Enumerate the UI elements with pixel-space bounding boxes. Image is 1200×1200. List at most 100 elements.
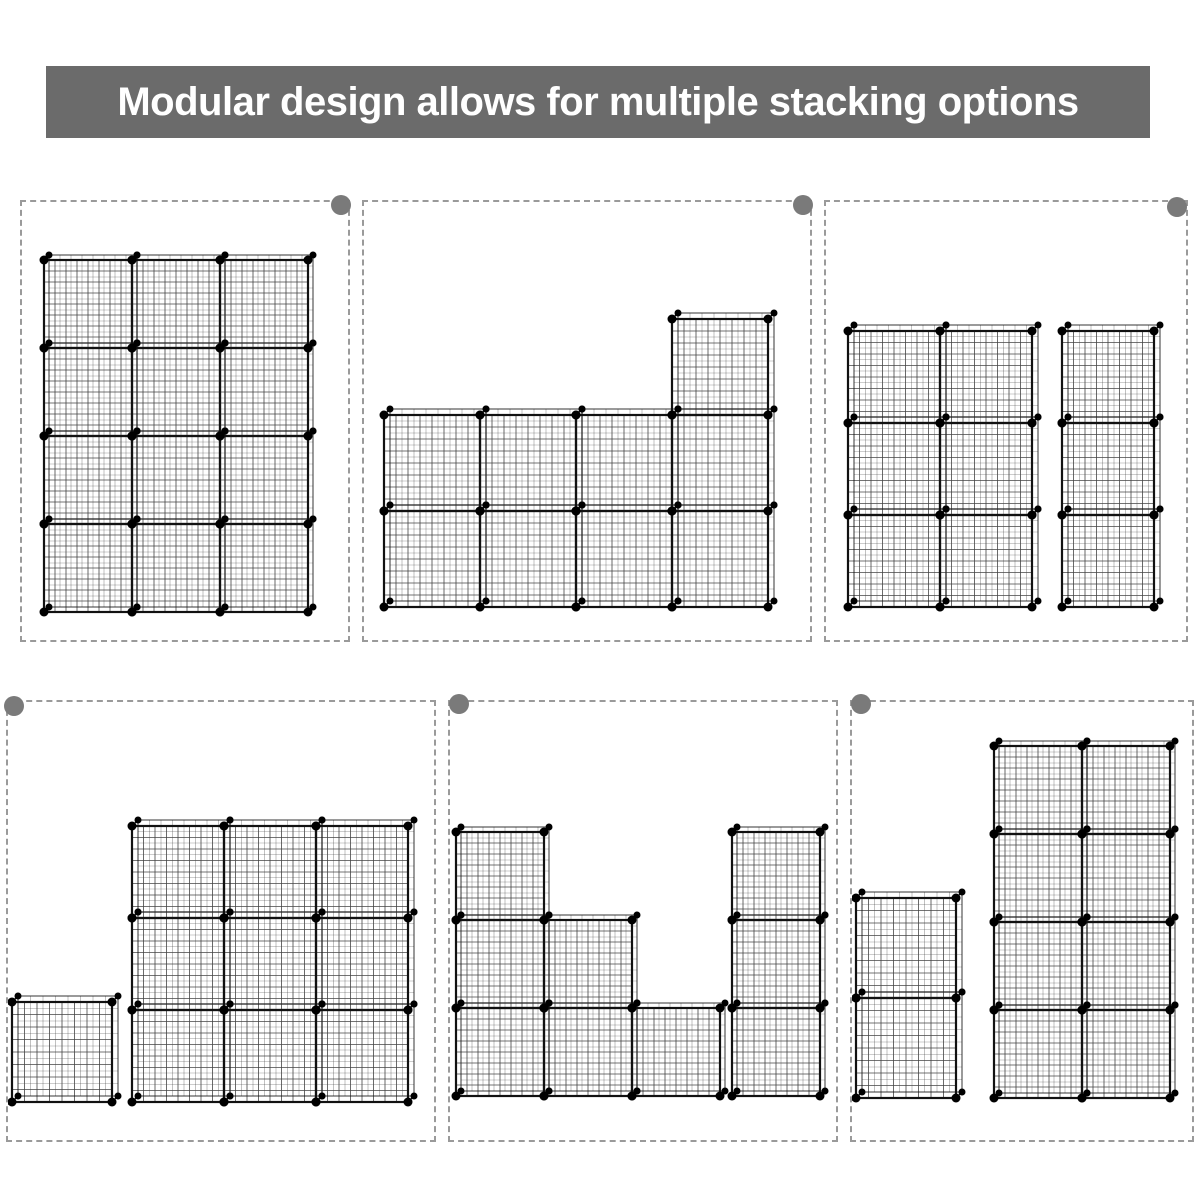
connector-knob	[1057, 510, 1067, 520]
wire-cube	[1077, 737, 1179, 839]
connector-knob	[852, 1093, 861, 1103]
wire-cube	[451, 823, 553, 925]
connector-knob	[403, 913, 413, 923]
connector-knob	[1034, 597, 1042, 605]
cube-shelf-illustration-1	[39, 251, 317, 617]
connector-knob	[311, 1005, 321, 1015]
connector-knob	[858, 1088, 866, 1096]
connector-knob	[763, 410, 773, 420]
connector-knob	[763, 602, 773, 612]
wire-cube	[127, 1000, 234, 1107]
connector-knob	[633, 999, 641, 1007]
connector-knob	[545, 999, 553, 1007]
connector-knob	[578, 405, 586, 413]
wire-cube	[219, 816, 326, 923]
connector-knob	[1064, 321, 1072, 329]
connector-knob	[850, 505, 858, 513]
connector-knob	[221, 339, 229, 347]
connector-knob	[1064, 505, 1072, 513]
connector-knob	[1149, 326, 1159, 336]
connector-knob	[733, 1087, 741, 1095]
connector-knob	[410, 1092, 418, 1100]
connector-knob	[215, 343, 225, 353]
connector-knob	[1156, 505, 1164, 513]
connector-knob	[127, 821, 137, 831]
connector-knob	[942, 505, 950, 513]
wire-cube	[667, 501, 778, 612]
wire-cube	[539, 911, 641, 1013]
cube-shelf-illustration-2	[379, 309, 778, 612]
connector-knob	[1034, 505, 1042, 513]
wire-cube	[311, 1000, 418, 1107]
connector-knob	[133, 251, 141, 259]
connector-knob	[989, 917, 999, 927]
connector-knob	[539, 1091, 549, 1101]
connector-knob	[935, 326, 945, 336]
connector-knob	[935, 602, 945, 612]
connector-knob	[571, 410, 581, 420]
connector-knob	[667, 410, 677, 420]
config-panel-4	[6, 700, 436, 1142]
connector-knob	[303, 343, 313, 353]
connector-knob	[475, 506, 485, 516]
connector-knob	[309, 339, 317, 347]
connector-knob	[843, 418, 853, 428]
connector-knob	[727, 827, 737, 837]
connector-knob	[1171, 1089, 1179, 1097]
connector-knob	[850, 321, 858, 329]
connector-knob	[45, 251, 53, 259]
connector-knob	[386, 405, 394, 413]
connector-knob	[303, 519, 313, 529]
connector-knob	[482, 597, 490, 605]
wire-cube	[989, 913, 1091, 1015]
wire-cube	[667, 309, 778, 420]
connector-knob	[539, 915, 549, 925]
connector-knob	[674, 309, 682, 317]
connector-knob	[815, 1003, 825, 1013]
wire-cube	[127, 339, 229, 441]
connector-knob	[457, 823, 465, 831]
connector-knob	[951, 893, 961, 903]
connector-knob	[578, 501, 586, 509]
connector-knob	[1171, 1001, 1179, 1009]
wire-cube	[989, 825, 1091, 927]
connector-knob	[770, 501, 778, 509]
connector-knob	[989, 829, 999, 839]
connector-knob	[221, 603, 229, 611]
connector-knob	[727, 915, 737, 925]
connector-knob	[715, 1003, 725, 1013]
connector-knob	[318, 1000, 326, 1008]
connector-knob	[995, 825, 1003, 833]
connector-knob	[958, 888, 966, 896]
connector-knob	[1165, 1005, 1175, 1015]
connector-knob	[403, 821, 413, 831]
connector-knob	[667, 314, 677, 324]
connector-knob	[215, 255, 225, 265]
connector-knob	[451, 1003, 461, 1013]
connector-knob	[815, 827, 825, 837]
connector-knob	[134, 816, 142, 824]
connector-knob	[1077, 829, 1087, 839]
connector-knob	[1027, 510, 1037, 520]
connector-knob	[727, 1003, 737, 1013]
wire-cube	[539, 999, 641, 1101]
connector-knob	[815, 915, 825, 925]
wire-cube	[39, 515, 141, 617]
connector-knob	[133, 603, 141, 611]
connector-knob	[627, 1003, 637, 1013]
connector-knob	[410, 908, 418, 916]
wire-cube	[311, 908, 418, 1015]
connector-knob	[821, 911, 829, 919]
connector-knob	[1057, 602, 1067, 612]
connector-knob	[821, 1087, 829, 1095]
connector-knob	[309, 251, 317, 259]
connector-knob	[114, 1092, 122, 1100]
connector-knob	[403, 1005, 413, 1015]
connector-knob	[821, 823, 829, 831]
connector-knob	[219, 1097, 229, 1107]
connector-knob	[571, 602, 581, 612]
connector-knob	[386, 597, 394, 605]
connector-knob	[311, 821, 321, 831]
connector-knob	[134, 908, 142, 916]
connector-knob	[850, 597, 858, 605]
